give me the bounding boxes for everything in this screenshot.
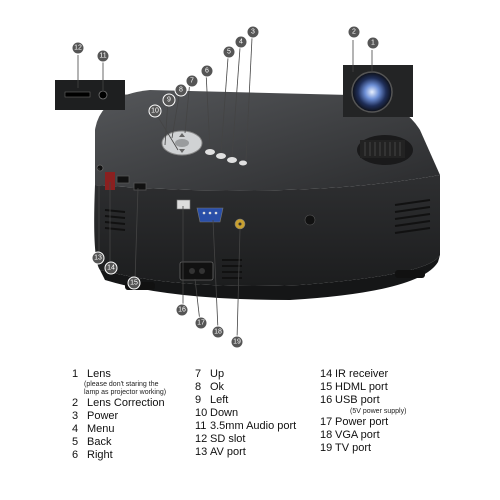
side-panel <box>96 164 147 231</box>
svg-text:2: 2 <box>352 29 356 36</box>
callout-8: 8 <box>174 83 188 97</box>
sd-audio-inset <box>55 80 130 110</box>
callout-15: 15 <box>127 276 141 290</box>
callout-4: 4 <box>234 35 248 49</box>
legend-note-lens-2: lamp as projector working) <box>84 389 167 396</box>
svg-text:14: 14 <box>107 265 115 272</box>
projector-diagram: 1 2 3 4 5 6 7 8 9 10 11 12 13 14 15 16 1… <box>55 25 440 349</box>
legend-note-lens-1: (please don't staring the <box>84 381 159 388</box>
callout-5: 5 <box>222 45 236 59</box>
svg-text:5: 5 <box>227 49 231 56</box>
callout-11: 11 <box>96 49 110 63</box>
svg-text:17: 17 <box>197 320 205 327</box>
legend-note-usb: (5V power supply) <box>350 408 407 415</box>
callout-19: 19 <box>230 335 244 349</box>
svg-text:10: 10 <box>151 108 159 115</box>
menu-button <box>205 149 215 155</box>
callout-17: 17 <box>194 316 208 330</box>
callout-3: 3 <box>246 25 260 39</box>
callout-13: 13 <box>91 251 105 265</box>
svg-text:11: 11 <box>99 53 106 60</box>
callout-9: 9 <box>162 93 176 107</box>
callout-2: 2 <box>347 25 361 39</box>
svg-text:12: 12 <box>74 45 82 52</box>
projector-body <box>94 90 440 300</box>
back-button <box>216 153 226 159</box>
lens-housing <box>357 135 413 165</box>
svg-text:4: 4 <box>239 39 243 46</box>
svg-text:19: 19 <box>233 339 241 346</box>
leader-lines <box>77 37 373 341</box>
svg-text:15: 15 <box>130 280 138 287</box>
callout-6: 6 <box>200 64 214 78</box>
svg-text:7: 7 <box>190 78 194 85</box>
right-button <box>227 157 237 163</box>
callout-14: 14 <box>104 261 118 275</box>
callout-7: 7 <box>185 74 199 88</box>
callout-12: 12 <box>71 41 85 55</box>
callout-18: 18 <box>211 325 225 339</box>
svg-text:18: 18 <box>214 329 222 336</box>
svg-text:9: 9 <box>167 97 171 104</box>
svg-text:16: 16 <box>178 307 186 314</box>
svg-text:1: 1 <box>371 40 375 47</box>
lens-inset <box>343 65 413 117</box>
svg-text:3: 3 <box>251 29 255 36</box>
power-button <box>239 160 247 166</box>
callout-1: 1 <box>366 36 380 50</box>
callout-16: 16 <box>175 303 189 317</box>
rear-ports <box>176 199 431 281</box>
svg-text:13: 13 <box>94 255 102 262</box>
svg-text:8: 8 <box>179 87 183 94</box>
svg-text:6: 6 <box>205 68 209 75</box>
callout-10: 10 <box>148 104 162 118</box>
